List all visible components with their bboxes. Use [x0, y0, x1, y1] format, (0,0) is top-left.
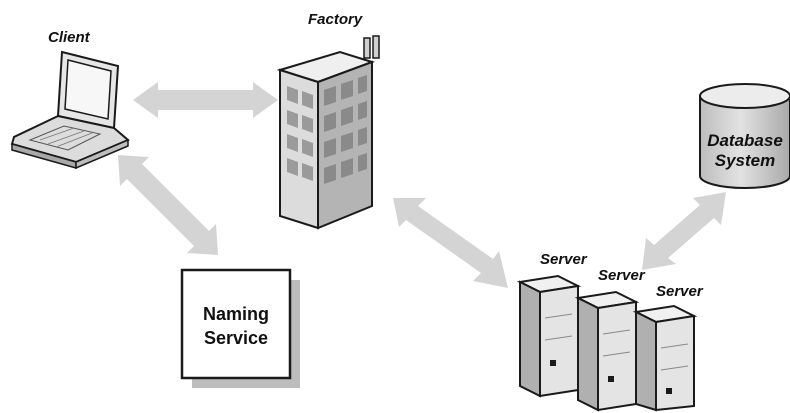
naming-service-box — [180, 268, 300, 388]
server-2-icon — [574, 290, 640, 412]
factory-label: Factory — [308, 11, 363, 28]
arrow-servers-database — [642, 192, 726, 270]
arrow-client-naming — [118, 155, 218, 255]
server-3-label: Server — [656, 283, 704, 300]
client-laptop-icon — [10, 50, 130, 170]
database-label-line1: Database — [707, 131, 783, 150]
server-1-label: Server — [540, 251, 588, 268]
database-label-line2: System — [715, 151, 775, 170]
client-label: Client — [48, 29, 91, 46]
naming-service-label-line2: Service — [204, 328, 268, 348]
naming-service-label-line1: Naming — [203, 304, 269, 324]
server-1-icon — [516, 274, 582, 398]
arrows — [118, 82, 726, 288]
database-cylinder-icon — [699, 83, 790, 189]
arrow-factory-servers — [393, 198, 508, 288]
server-3-icon — [632, 304, 698, 412]
server-2-label: Server — [598, 267, 646, 284]
arrow-client-factory — [133, 82, 278, 118]
factory-building-icon — [276, 35, 380, 230]
